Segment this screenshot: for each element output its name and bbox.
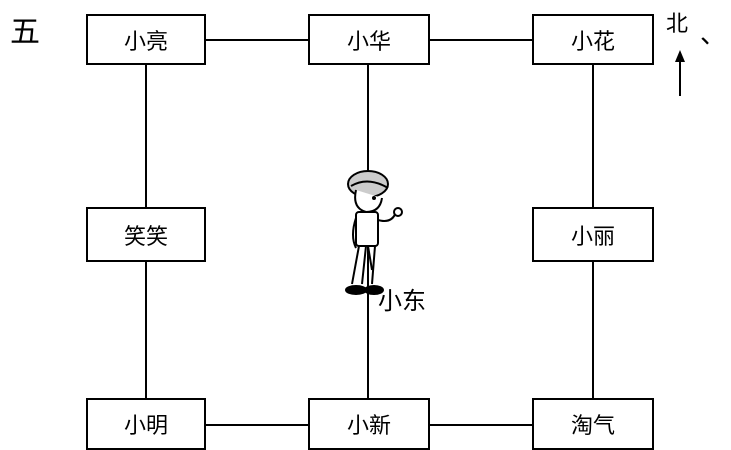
character-label: 小东 <box>378 287 426 315</box>
node-bottom-right: 淘气 <box>532 398 654 450</box>
node-middle-right: 小丽 <box>532 207 654 262</box>
question-number: 五 <box>10 15 40 50</box>
node-middle-left: 笑笑 <box>86 207 206 262</box>
punctuation-mark: 、 <box>700 20 727 50</box>
node-top-middle: 小华 <box>308 14 430 65</box>
node-bottom-left: 小明 <box>86 398 206 450</box>
boy-character-icon <box>345 170 403 295</box>
node-bottom-middle: 小新 <box>308 398 430 450</box>
north-label: 北 <box>666 12 689 37</box>
node-top-left: 小亮 <box>86 14 206 65</box>
node-top-right: 小花 <box>532 14 654 65</box>
north-arrow-icon <box>675 50 685 96</box>
